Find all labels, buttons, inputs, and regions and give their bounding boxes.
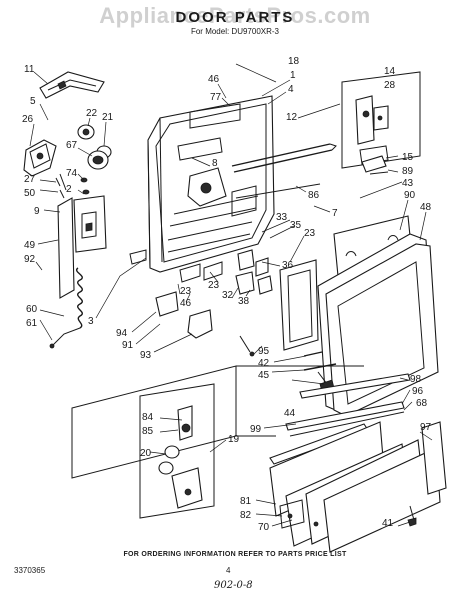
callout-5: 5 [30,96,36,107]
callout-93: 93 [140,350,152,361]
callout-1: 1 [290,70,296,81]
callout-82: 82 [240,510,252,521]
callout-33: 33 [276,212,288,223]
callout-38: 38 [238,296,250,307]
callout-32: 32 [222,290,234,301]
rack-rail-parts [269,373,411,465]
callout-42: 42 [258,358,270,369]
callout-2: 2 [66,184,72,195]
callout-7: 7 [332,208,338,219]
callout-91: 91 [122,340,134,351]
callout-43: 43 [402,178,414,189]
callout-95: 95 [258,346,270,357]
callout-leaders [29,63,433,527]
callout-23: 23 [304,228,316,239]
callout-92: 92 [24,254,36,265]
callout-96: 96 [412,386,424,397]
latch-assembly-part [23,139,57,177]
inner-door-frame [147,95,275,273]
callout-18: 18 [288,56,300,67]
vent-bracket-detail [341,71,421,169]
door-handle-part [39,71,105,99]
callout-36: 36 [282,260,294,271]
watermark: AppliancePartsPros.com [99,3,371,28]
mounting-brackets [155,291,255,357]
ordering-info-footer: FOR ORDERING INFORMATION REFER TO PARTS … [123,551,347,558]
callout-21: 21 [102,112,114,123]
callout-86: 86 [308,190,320,201]
screw-parts [55,173,90,199]
callout-74: 74 [66,168,78,179]
callout-60: 60 [26,304,38,315]
callout-26: 26 [22,114,34,125]
callout-15: 15 [402,152,414,163]
callout-90: 90 [404,190,416,201]
vent-cover-part [361,155,389,175]
callout-41: 41 [382,518,394,529]
callout-4: 4 [288,84,294,95]
callout-77: 77 [210,92,222,103]
callout-19: 19 [228,434,240,445]
callout-44: 44 [284,408,296,419]
callout-48: 48 [420,202,432,213]
callout-70: 70 [258,522,270,533]
door-spring-part [49,267,83,349]
inner-seal-panel [279,259,319,351]
diagram-title: DOOR PARTS [175,9,295,26]
callout-81: 81 [240,496,252,507]
callout-98: 98 [410,374,422,385]
page-number: 4 [226,566,231,575]
callout-14: 14 [384,66,396,77]
callout-45: 45 [258,370,270,381]
callout-11: 11 [24,64,35,75]
gear-knob-parts [77,124,112,170]
callout-20: 20 [140,448,152,459]
callout-8: 8 [212,158,218,169]
callout-68: 68 [416,398,428,409]
callout-85: 85 [142,426,154,437]
model-line: For Model: DU9700XR-3 [190,27,280,36]
lower-panel-outlines [71,365,364,479]
document-number: 3370365 [14,566,46,575]
callout-94: 94 [116,328,128,339]
callout-89: 89 [402,166,414,177]
callout-12: 12 [286,112,298,123]
lower-panel-stack [269,421,447,553]
hinge-plate-part [57,195,107,299]
hinge-detail-box [139,383,215,519]
callout-23b: 23 [208,280,220,291]
callout-3: 3 [88,316,94,327]
callout-84: 84 [142,412,154,423]
callout-27: 27 [24,174,36,185]
callout-97: 97 [420,422,432,433]
handwritten-note: 902-0-8 [214,580,253,591]
callout-22: 22 [86,108,98,119]
callout-99: 99 [250,424,262,435]
callout-61: 61 [26,318,38,329]
callout-labels: 11 18 1 46 77 4 14 28 5 22 21 26 12 67 8… [22,56,432,533]
vent-rod-part [231,143,337,199]
callout-46b: 46 [180,298,192,309]
callout-50: 50 [24,188,36,199]
callout-23c: 23 [180,286,192,297]
outer-door-panel [317,233,439,417]
callout-9: 9 [34,206,40,217]
callout-35: 35 [290,220,302,231]
callout-49: 49 [24,240,36,251]
callout-67: 67 [66,140,78,151]
callout-28: 28 [384,80,396,91]
callout-46: 46 [208,74,220,85]
